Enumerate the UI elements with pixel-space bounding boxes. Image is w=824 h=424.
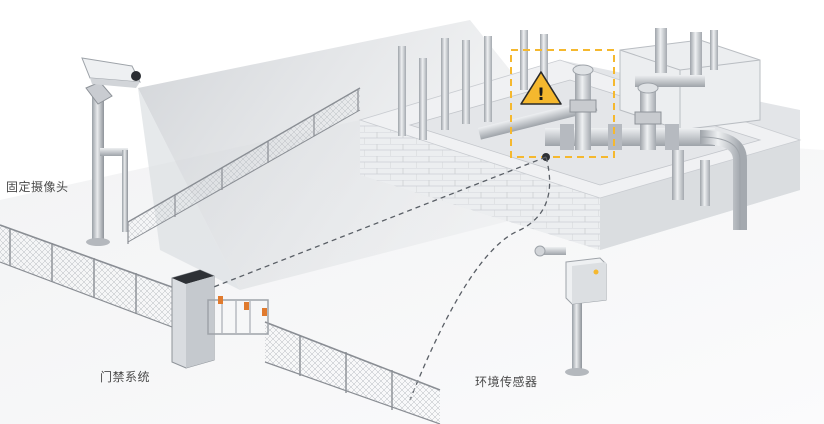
pipeline-with-valves bbox=[477, 64, 747, 230]
camera-label: 固定摄像头 bbox=[6, 180, 69, 194]
access-gate bbox=[171, 269, 269, 369]
front-fence bbox=[0, 224, 441, 424]
warning-icon-symbol: ! bbox=[537, 85, 545, 105]
fixed-camera bbox=[81, 57, 141, 246]
link-sensor-to-plant bbox=[409, 156, 551, 401]
env-sensor-label: 环境传感器 bbox=[475, 375, 538, 389]
back-fence bbox=[127, 87, 361, 244]
warning-icon bbox=[520, 71, 562, 105]
link-gate-to-plant bbox=[205, 156, 547, 291]
access-gate-label: 门禁系统 bbox=[100, 370, 151, 384]
environment-sensor bbox=[534, 245, 607, 376]
vertical-pipes bbox=[398, 30, 548, 140]
connection-lines bbox=[205, 156, 551, 401]
